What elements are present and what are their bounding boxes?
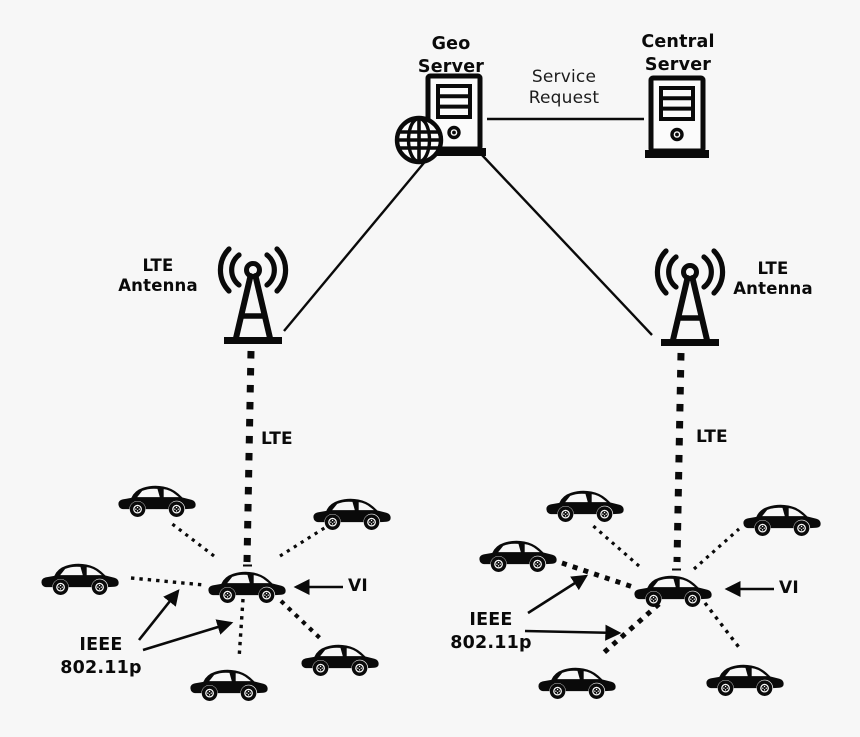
car-icon [546,490,624,522]
globe-icon [394,115,444,165]
ieee-arrow [524,624,622,641]
ieee-label-right: IEEE 802.11p [450,610,532,653]
central-server-label: Central Server [641,32,715,75]
lte-link-label-left: LTE [261,429,293,449]
geo-to-left-antenna-link [283,157,429,332]
service-request-label: Service Request [528,67,600,108]
v2v-link [279,599,325,643]
v2v-link [130,576,205,587]
car-icon [313,498,391,530]
v2v-link [703,601,743,652]
car-icon [743,504,821,536]
v2v-link [692,527,741,571]
geo-server-label: Geo Server [417,34,485,77]
vi-label-left: VI [348,576,368,596]
ieee-arrow [527,574,589,615]
lte-link-right [673,352,685,563]
car-icon [190,669,268,701]
v2v-link [237,598,245,660]
lte-link-left [243,350,255,563]
v2v-link [598,602,661,658]
v2v-link [561,560,634,590]
car-icon [301,644,379,676]
lte-antenna-label-right: LTE Antenna [733,259,813,298]
geo-to-right-antenna-link [481,154,653,336]
car-icon [41,563,119,595]
ieee-label-left: IEEE 802.11p [60,635,142,678]
car-icon [479,540,557,572]
v2v-link [170,521,215,558]
vi-label-right: VI [779,578,799,598]
car-icon [118,485,196,517]
car-icon [706,664,784,696]
ieee-arrow [137,589,180,641]
v2v-link [279,525,327,558]
central-server-icon [645,78,709,158]
vi-car-icon-left [208,571,286,603]
lte-antenna-icon-left [220,249,285,344]
lte-antenna-label-left: LTE Antenna [118,256,198,295]
ieee-arrow [142,619,234,652]
v2v-link [589,522,641,568]
vi-car-icon-right [634,575,712,607]
lte-link-label-right: LTE [696,427,728,447]
car-icon [538,667,616,699]
